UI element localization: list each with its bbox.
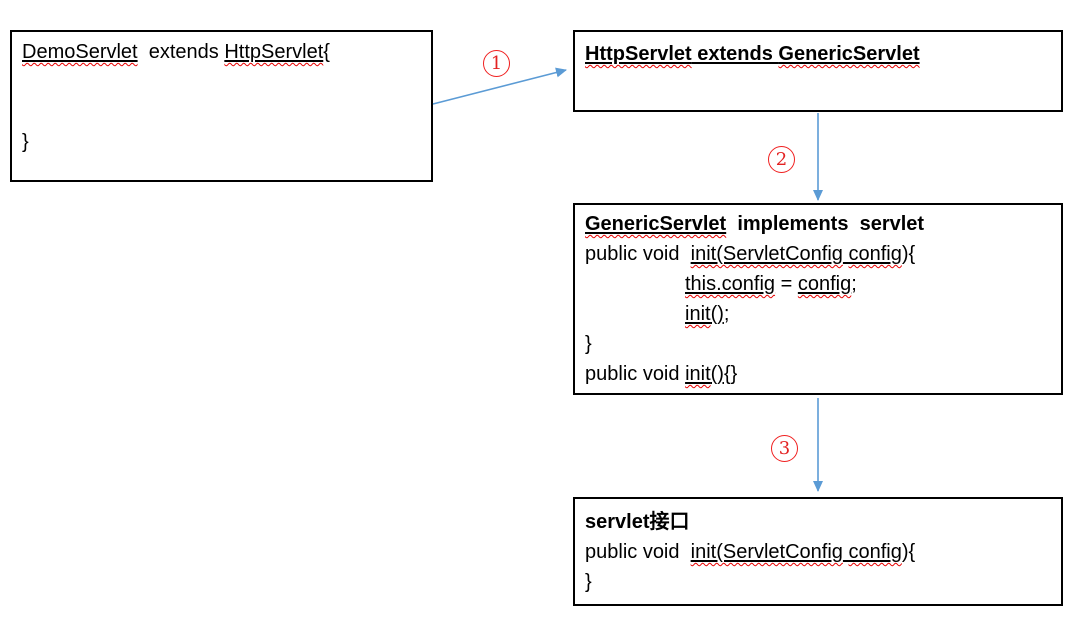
interface-name-servlet: servlet (585, 511, 650, 533)
servlet-interface-box: servlet接口 public void init(ServletConfig… (573, 497, 1063, 606)
keyword-public-void: public void (585, 243, 691, 265)
generic-servlet-box: GenericServlet implements servlet public… (573, 203, 1063, 395)
closing-brace-line: } (585, 333, 592, 355)
parens: () (710, 303, 724, 325)
code-line-init-config: public void init(ServletConfig config){ (585, 239, 1051, 269)
title-underline: GenericServlet (585, 213, 726, 235)
param-config: config (848, 541, 902, 563)
keyword-public-void: public void (585, 541, 691, 563)
step-3-badge: 3 (771, 435, 798, 462)
blank-line (22, 97, 421, 127)
step-1-badge: 1 (483, 50, 510, 77)
code-line-init-empty: public void init(){} (585, 359, 1051, 389)
title-line-servlet-interface: servlet接口 (585, 506, 1051, 537)
field-underline: this.config (685, 273, 775, 295)
class-name-demoservlet: DemoServlet (22, 41, 138, 63)
method-init-servletconfig: init(ServletConfig (690, 243, 843, 265)
title-underline: HttpServlet extends GenericServlet (585, 43, 920, 65)
close-paren-brace: ){ (901, 541, 916, 563)
call-underline: init() (685, 303, 724, 325)
step-3-number: 3 (778, 437, 791, 459)
step-1-number: 1 (490, 52, 503, 74)
step-2-number: 2 (775, 148, 788, 170)
keyword-extends: extends (691, 43, 779, 65)
semicolon: ; (851, 273, 857, 295)
closing-brace-line: } (22, 131, 29, 153)
field-this-config: this.config (685, 273, 776, 295)
code-line-assignment: this.config = config; (585, 269, 1051, 299)
semicolon: ; (723, 303, 730, 325)
http-servlet-box: HttpServlet extends GenericServlet (573, 30, 1063, 112)
title-line-httpservlet: HttpServlet extends GenericServlet (585, 39, 1051, 69)
class-name-underline: DemoServlet (22, 41, 138, 63)
step-2-badge: 2 (768, 146, 795, 173)
method-underline: init(ServletConfig config (691, 243, 902, 265)
equals-sign: = (775, 273, 798, 295)
class-name-httpservlet: HttpServlet (224, 41, 324, 63)
method-init: init (685, 363, 711, 385)
close-paren-brace: ){ (901, 243, 916, 265)
empty-braces: {} (723, 363, 738, 385)
code-line-init-call: init(); (585, 299, 1051, 329)
call-underline: init() (685, 363, 724, 385)
closing-brace-line: } (585, 571, 592, 593)
code-line-init-config: public void init(ServletConfig config){ (585, 537, 1051, 567)
open-brace: { (323, 41, 330, 63)
blank-line (22, 67, 421, 97)
method-underline: init(ServletConfig config (691, 541, 902, 563)
method-init-servletconfig: init(ServletConfig (690, 541, 843, 563)
var-underline: config (798, 273, 851, 295)
code-line-declaration: DemoServlet extends HttpServlet{ (22, 37, 421, 67)
class-name-genericservlet: GenericServlet (585, 213, 727, 235)
param-config: config (848, 243, 902, 265)
interface-label-cjk: 接口 (649, 509, 690, 533)
class-name-genericservlet: GenericServlet (778, 43, 920, 65)
class-name-underline: HttpServlet (224, 41, 323, 63)
var-config: config (797, 273, 852, 295)
class-name-httpservlet: HttpServlet (585, 43, 692, 65)
demo-servlet-box: DemoServlet extends HttpServlet{ } (10, 30, 433, 182)
title-line-genericservlet: GenericServlet implements servlet (585, 209, 1051, 239)
keyword-implements-servlet: implements servlet (726, 213, 925, 235)
method-init: init (685, 303, 711, 325)
parens: () (710, 363, 724, 385)
keyword-extends: extends (137, 41, 225, 63)
keyword-public-void: public void (585, 363, 686, 385)
